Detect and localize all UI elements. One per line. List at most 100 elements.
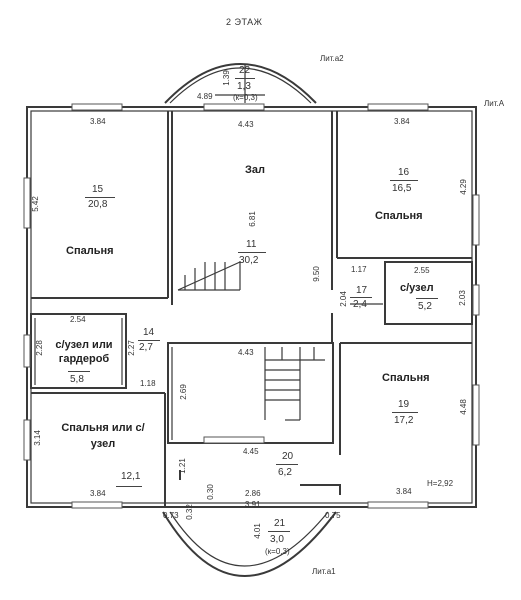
dim-4-43-mid: 4.43 — [238, 348, 254, 357]
room-19-number: 19 — [398, 399, 410, 410]
dim-2-69: 2.69 — [178, 384, 188, 400]
ceiling-height: Н=2,92 — [427, 479, 454, 488]
room-16-area: 16,5 — [392, 183, 412, 194]
dim-2-28: 2.28 — [34, 340, 44, 356]
dim-3-84-tl: 3.84 — [90, 117, 106, 126]
dim-2-86: 2.86 — [245, 489, 261, 498]
window-r11-top — [203, 103, 265, 111]
dim-4-29: 4.29 — [458, 179, 468, 195]
room-19-name: Спальня — [382, 372, 430, 384]
dim-4-01: 4.01 — [252, 523, 262, 539]
room-18-name: с/узел — [400, 282, 434, 294]
window-r20 — [203, 436, 265, 444]
window-r16-top — [367, 103, 429, 111]
wall-r13 — [30, 313, 127, 389]
dim-9-50: 9.50 — [311, 266, 321, 282]
room-17-divider — [350, 297, 372, 298]
room-13-name: с/узел или гардероб — [55, 339, 113, 365]
floor-title: 2 ЭТАЖ — [226, 17, 263, 27]
dim-0-32: 0.32 — [184, 504, 194, 520]
room-12-divider — [116, 486, 142, 487]
room-22-number: 22 — [239, 65, 251, 76]
window-r12-left — [23, 419, 31, 461]
dim-3-84-tr: 3.84 — [394, 117, 410, 126]
room-19-divider — [392, 412, 418, 413]
dim-0-73: 0.73 — [163, 511, 179, 520]
window-r13-left — [23, 334, 31, 368]
room-13-area: 5,8 — [70, 374, 84, 385]
lit-a2-label: Лит.а2 — [320, 54, 344, 63]
stairs-lower — [264, 347, 325, 421]
dim-4-43-top: 4.43 — [238, 120, 254, 129]
room-21-coef: (к=0,3) — [265, 547, 290, 556]
room-15-area: 20,8 — [88, 199, 108, 210]
lit-a-label: Лит.А — [484, 99, 505, 108]
wall-bottom-notch — [300, 484, 341, 495]
top-bay-inner-arc — [169, 67, 312, 104]
room-12-name: Спальня или с/узел — [61, 422, 145, 450]
window-r19-right — [472, 384, 480, 446]
room-16-name: Спальня — [375, 210, 423, 222]
room-14-area: 2,7 — [139, 342, 153, 353]
room-22-area: 1,3 — [237, 81, 251, 92]
bottom-bay-outer-arc — [162, 511, 337, 577]
dim-1-18: 1.18 — [140, 379, 156, 388]
room-15-divider — [85, 197, 115, 198]
dim-6-81: 6.81 — [247, 211, 257, 227]
window-r19-bottom — [367, 501, 429, 509]
lit-a1-label: Лит.а1 — [312, 567, 336, 576]
top-bay-outer-arc — [164, 63, 317, 104]
dim-0-30: 0.30 — [205, 484, 215, 500]
room-21-divider — [268, 531, 290, 532]
room-18-divider — [416, 298, 438, 299]
window-r15-top — [71, 103, 123, 111]
window-r16-right — [472, 194, 480, 246]
dim-5-42: 5.42 — [30, 196, 40, 212]
dim-4-89: 4.89 — [197, 92, 213, 101]
dim-1-21: 1.21 — [177, 458, 187, 474]
dim-3-91: 3.91 — [245, 500, 261, 509]
room-17-number: 17 — [356, 285, 368, 296]
room-19-area: 17,2 — [394, 415, 414, 426]
dim-1-39: 1.39 — [221, 70, 231, 86]
room-22-divider — [235, 78, 255, 79]
room-11-name: Зал — [245, 164, 265, 176]
room-21-number: 21 — [274, 518, 286, 529]
room-15-name: Спальня — [66, 245, 114, 257]
room-20-number: 20 — [282, 451, 294, 462]
room-11-divider — [238, 252, 266, 253]
dim-1-17: 1.17 — [351, 265, 367, 274]
dim-2-55: 2.55 — [414, 266, 430, 275]
room-11-number: 11 — [246, 239, 257, 250]
window-r18-right — [472, 284, 480, 316]
dim-3-84-br: 3.84 — [396, 487, 412, 496]
room-16-number: 16 — [398, 167, 410, 178]
dim-3-84-bl: 3.84 — [90, 489, 106, 498]
room-20-divider — [276, 464, 298, 465]
room-12-area: 12,1 — [121, 471, 141, 482]
room-22-coef: (к=0,3) — [233, 93, 258, 102]
dim-2-54: 2.54 — [70, 315, 86, 324]
dim-4-48: 4.48 — [458, 399, 468, 415]
window-r12-bottom — [71, 501, 123, 509]
dim-4-45: 4.45 — [243, 447, 259, 456]
room-15-number: 15 — [92, 184, 104, 195]
stairs-upper — [177, 261, 241, 291]
room-11-area: 30,2 — [239, 255, 259, 266]
dim-2-03: 2.03 — [457, 290, 467, 306]
room-14-number: 14 — [143, 327, 155, 338]
dim-0-75: 0.75 — [325, 511, 341, 520]
dim-2-04: 2.04 — [338, 291, 348, 307]
room-16-divider — [390, 180, 418, 181]
dim-2-27: 2.27 — [126, 340, 136, 356]
window-r15-left — [23, 177, 31, 229]
wall-r20-block — [167, 342, 334, 444]
bottom-bay-inner-arc — [169, 511, 329, 567]
room-18-area: 5,2 — [418, 301, 432, 312]
room-14-divider — [138, 340, 160, 341]
room-20-area: 6,2 — [278, 467, 292, 478]
room-17-area: 2,4 — [353, 299, 367, 310]
dim-3-14: 3.14 — [32, 430, 42, 446]
